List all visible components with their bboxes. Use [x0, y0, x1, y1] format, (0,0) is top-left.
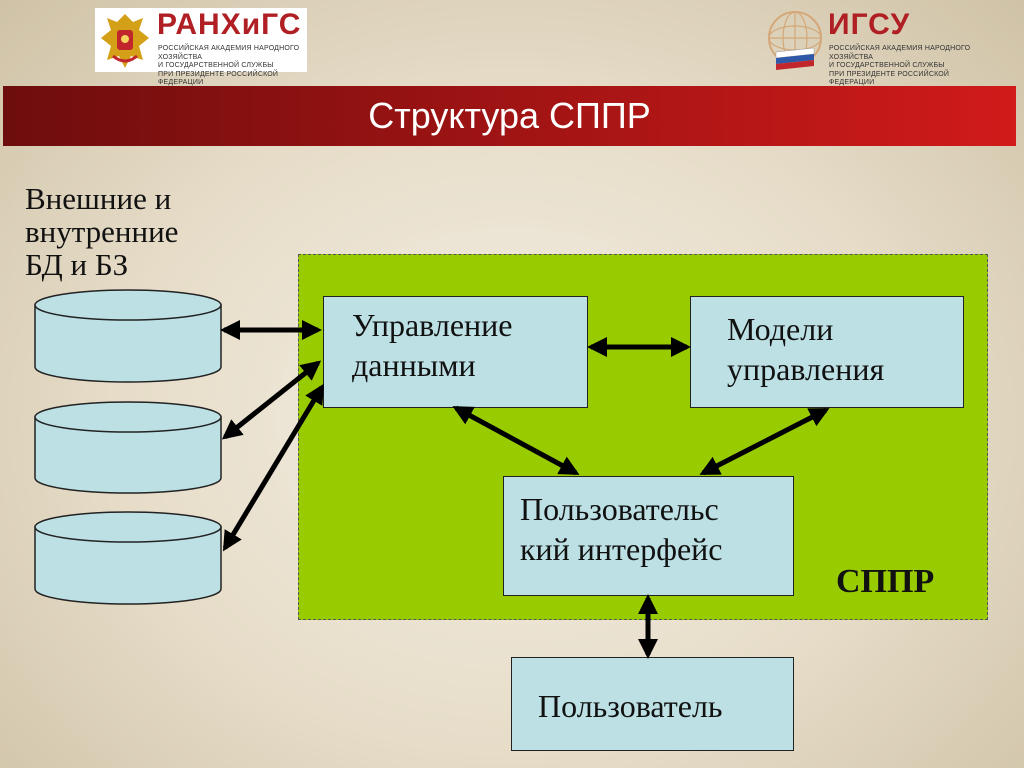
igsu-subtitle: РОССИЙСКАЯ АКАДЕМИЯ НАРОДНОГО ХОЗЯЙСТВА …: [829, 45, 971, 86]
igsu-title: ИГСУ: [828, 8, 911, 41]
title-banner: Структура СППР: [3, 86, 1016, 146]
database-cylinder-3: [34, 511, 222, 605]
arrow-db3-data: [222, 383, 325, 552]
models-box: Модели управления: [690, 296, 964, 408]
databases-label: Внешние и внутренние БД и БЗ: [25, 181, 179, 282]
arrow-db2-data: [221, 360, 322, 440]
user-box: Пользователь: [511, 657, 794, 751]
data-management-box: Управление данными: [323, 296, 588, 408]
ranepa-emblem-icon: [101, 14, 149, 68]
data-management-label: Управление данными: [352, 307, 513, 383]
ranepa-title: РАНХиГС: [157, 8, 302, 41]
arrow-data-interface: [452, 405, 580, 476]
interface-label: Пользовательс кий интерфейс: [520, 491, 723, 567]
slide-title: Структура СППР: [368, 95, 651, 136]
models-label: Модели управления: [727, 311, 885, 387]
igsu-logo: ИГСУ РОССИЙСКАЯ АКАДЕМИЯ НАРОДНОГО ХОЗЯЙ…: [766, 8, 972, 86]
ranepa-logo: РАНХиГС РОССИЙСКАЯ АКАДЕМИЯ НАРОДНОГО ХО…: [95, 8, 307, 86]
arrow-models-interface: [699, 407, 830, 476]
interface-box: Пользовательс кий интерфейс: [503, 476, 794, 596]
database-cylinder-2: [34, 401, 222, 494]
igsu-emblem-icon: [768, 11, 822, 70]
database-cylinder-1: [34, 289, 222, 383]
user-label: Пользователь: [538, 688, 723, 724]
dss-label: СППР: [836, 563, 935, 600]
ranepa-subtitle: РОССИЙСКАЯ АКАДЕМИЯ НАРОДНОГО ХОЗЯЙСТВА …: [158, 45, 300, 86]
